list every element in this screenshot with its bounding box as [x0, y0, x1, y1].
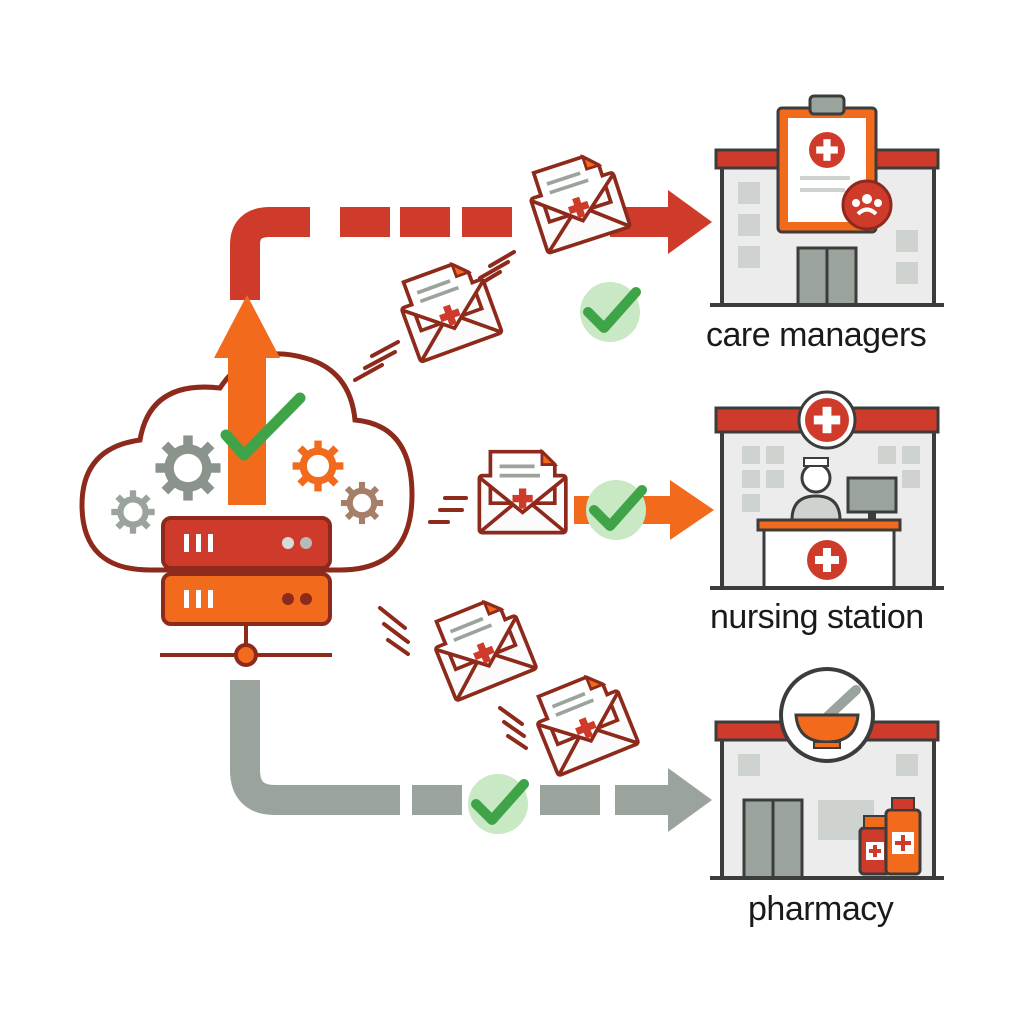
medical-envelope-icon [526, 666, 641, 778]
nurse-desk-icon [756, 457, 902, 590]
server-icon [160, 516, 332, 667]
medical-envelope-icon [521, 147, 633, 256]
building-pharmacy [710, 667, 944, 880]
cloud-server-icon [79, 295, 415, 667]
check-icon [468, 774, 528, 834]
flow-path-pharmacy [230, 680, 712, 832]
destination-label-care-managers: care managers [706, 316, 927, 354]
destination-label-nursing-station: nursing station [710, 598, 924, 636]
check-icon [220, 392, 306, 461]
check-icon [586, 480, 646, 540]
medical-envelope-icon [477, 449, 568, 535]
destination-label-pharmacy: pharmacy [748, 890, 894, 928]
mortar-pestle-icon [779, 667, 875, 763]
clipboard-team-icon [776, 94, 893, 234]
building-care-managers [710, 94, 944, 307]
medicine-bottle-icon [858, 797, 922, 876]
check-icon [580, 282, 640, 342]
upload-arrow-icon [214, 295, 280, 505]
medical-envelope-icon [424, 591, 539, 703]
medical-envelope-icon [391, 254, 504, 364]
building-nursing-station [710, 390, 944, 590]
